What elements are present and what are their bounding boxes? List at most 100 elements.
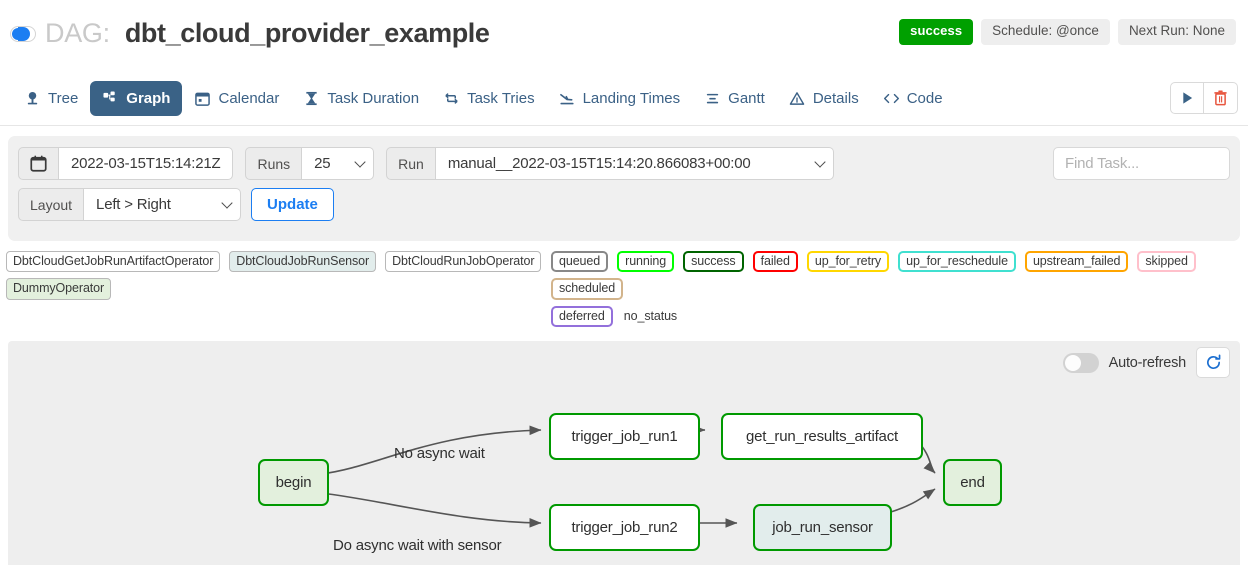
runs-group: Runs 25	[245, 147, 375, 180]
status-chip-success[interactable]: success	[683, 251, 744, 273]
status-chip-deferred[interactable]: deferred	[551, 305, 613, 328]
code-icon	[883, 90, 900, 107]
tab-label: Landing Times	[582, 90, 681, 107]
node-label: job_run_sensor	[772, 519, 873, 537]
node-label: trigger_job_run1	[571, 428, 678, 446]
tab-label: Tree	[48, 90, 79, 107]
details-icon	[789, 90, 806, 107]
runs-select[interactable]: 25	[302, 147, 375, 180]
tab-label: Code	[906, 90, 943, 107]
status-chip-skipped[interactable]: skipped	[1137, 251, 1196, 273]
legend-grid: DbtCloudGetJobRunArtifactOperator DbtClo…	[6, 251, 1242, 328]
operator-legend-row-2: DummyOperator	[6, 278, 551, 300]
dag-graph-panel: Auto-refresh begin trigger_job_run	[8, 341, 1240, 565]
calendar-icon	[30, 155, 47, 172]
dag-controls-panel: 2022-03-15T15:14:21Z Runs 25 Run manual_…	[8, 136, 1240, 241]
gantt-icon	[704, 90, 721, 107]
delete-dag-button[interactable]	[1204, 82, 1238, 114]
status-chip-queued[interactable]: queued	[551, 251, 609, 273]
calendar-button[interactable]	[18, 147, 59, 180]
layout-select[interactable]: Left > Right	[84, 188, 242, 221]
graph-node-job-run-sensor[interactable]: job_run_sensor	[753, 504, 892, 552]
status-legend: queued running success failed up_for_ret…	[551, 251, 1242, 328]
status-chip-failed[interactable]: failed	[752, 251, 798, 273]
update-button[interactable]: Update	[251, 188, 334, 221]
retry-icon	[443, 90, 460, 107]
graph-icon	[102, 90, 119, 107]
graph-node-get-run-results-artifact[interactable]: get_run_results_artifact	[721, 413, 923, 461]
controls-row-2: Layout Left > Right Update	[18, 188, 1230, 221]
refresh-graph-button[interactable]	[1196, 347, 1230, 379]
graph-node-trigger-job-run1[interactable]: trigger_job_run1	[549, 413, 700, 461]
auto-refresh-toggle[interactable]	[1062, 352, 1099, 373]
edge-label-no-async-wait: No async wait	[394, 445, 485, 463]
operator-chip[interactable]: DummyOperator	[6, 278, 112, 300]
status-chip-running[interactable]: running	[617, 251, 675, 273]
status-chip-no-status: no_status	[623, 309, 678, 324]
status-chip-upstream-failed[interactable]: upstream_failed	[1024, 251, 1129, 273]
graph-toolbar: Auto-refresh	[1062, 347, 1230, 379]
status-chip-scheduled[interactable]: scheduled	[551, 278, 624, 300]
operator-chip[interactable]: DbtCloudGetJobRunArtifactOperator	[6, 251, 221, 273]
run-select[interactable]: manual__2022-03-15T15:14:20.866083+00:00	[435, 147, 834, 180]
tab-label: Task Duration	[327, 90, 420, 107]
dag-action-buttons	[1170, 82, 1238, 114]
tab-label: Task Tries	[467, 90, 535, 107]
operator-legend: DbtCloudGetJobRunArtifactOperator DbtClo…	[6, 251, 551, 327]
node-label: get_run_results_artifact	[746, 428, 898, 446]
layout-label: Layout	[18, 188, 85, 221]
play-icon	[1182, 92, 1192, 104]
tab-task-tries[interactable]: Task Tries	[431, 81, 547, 116]
node-label: end	[960, 474, 985, 492]
dag-label: DAG:	[45, 18, 110, 48]
legend-area: DbtCloudGetJobRunArtifactOperator DbtClo…	[0, 241, 1248, 335]
node-label: trigger_job_run2	[571, 519, 678, 537]
status-badge: success	[899, 19, 974, 45]
trigger-dag-play-button[interactable]	[1170, 82, 1204, 114]
run-group: Run manual__2022-03-15T15:14:20.866083+0…	[386, 147, 834, 180]
calendar-icon	[194, 90, 211, 107]
tab-label: Calendar	[218, 90, 280, 107]
tab-task-duration[interactable]: Task Duration	[291, 81, 431, 116]
tab-details[interactable]: Details	[777, 81, 871, 116]
status-legend-row-1: queued running success failed up_for_ret…	[551, 251, 1242, 300]
status-chip-up-for-reschedule[interactable]: up_for_reschedule	[898, 251, 1016, 273]
schedule-badge: Schedule: @once	[981, 19, 1110, 45]
tab-graph[interactable]: Graph	[90, 81, 183, 116]
graph-node-trigger-job-run2[interactable]: trigger_job_run2	[549, 504, 700, 552]
tab-gantt[interactable]: Gantt	[692, 81, 777, 116]
tab-calendar[interactable]: Calendar	[182, 81, 291, 116]
layout-group: Layout Left > Right	[18, 188, 242, 221]
tab-tree[interactable]: Tree	[12, 81, 90, 116]
status-chip-up-for-retry[interactable]: up_for_retry	[806, 251, 890, 273]
search-input[interactable]: Find Task...	[1053, 147, 1230, 180]
tab-label: Graph	[126, 90, 171, 107]
tab-code[interactable]: Code	[871, 81, 955, 116]
tab-label: Gantt	[728, 90, 765, 107]
dag-pause-toggle[interactable]	[10, 25, 36, 42]
operator-legend-row-1: DbtCloudGetJobRunArtifactOperator DbtClo…	[6, 251, 551, 273]
trash-icon	[1214, 90, 1227, 106]
tab-landing-times[interactable]: Landing Times	[547, 81, 693, 116]
graph-node-end[interactable]: end	[943, 459, 1002, 507]
status-legend-row-2: deferred no_status	[551, 305, 1242, 328]
landing-icon	[559, 90, 576, 107]
execution-date-input[interactable]: 2022-03-15T15:14:21Z	[59, 147, 234, 180]
execution-date-group: 2022-03-15T15:14:21Z	[18, 147, 234, 180]
refresh-icon	[1206, 354, 1220, 370]
page-title: dbt_cloud_provider_example	[124, 18, 490, 48]
graph-node-begin[interactable]: begin	[258, 459, 329, 507]
operator-chip[interactable]: DbtCloudRunJobOperator	[385, 251, 542, 273]
dag-header: DAG: dbt_cloud_provider_example success …	[0, 0, 1248, 72]
operator-chip[interactable]: DbtCloudJobRunSensor	[229, 251, 377, 273]
auto-refresh-label: Auto-refresh	[1108, 354, 1187, 371]
header-badges: success Schedule: @once Next Run: None	[899, 19, 1236, 45]
hourglass-icon	[303, 90, 320, 107]
dag-view-tabs: Tree Graph Calendar Task Duration Task T…	[0, 72, 1248, 126]
tab-label: Details	[812, 90, 859, 107]
tree-icon	[24, 90, 41, 107]
runs-label: Runs	[245, 147, 303, 180]
run-label: Run	[386, 147, 436, 180]
controls-row-1: 2022-03-15T15:14:21Z Runs 25 Run manual_…	[18, 147, 1230, 180]
dag-title-row: DAG: dbt_cloud_provider_example	[10, 18, 1234, 49]
